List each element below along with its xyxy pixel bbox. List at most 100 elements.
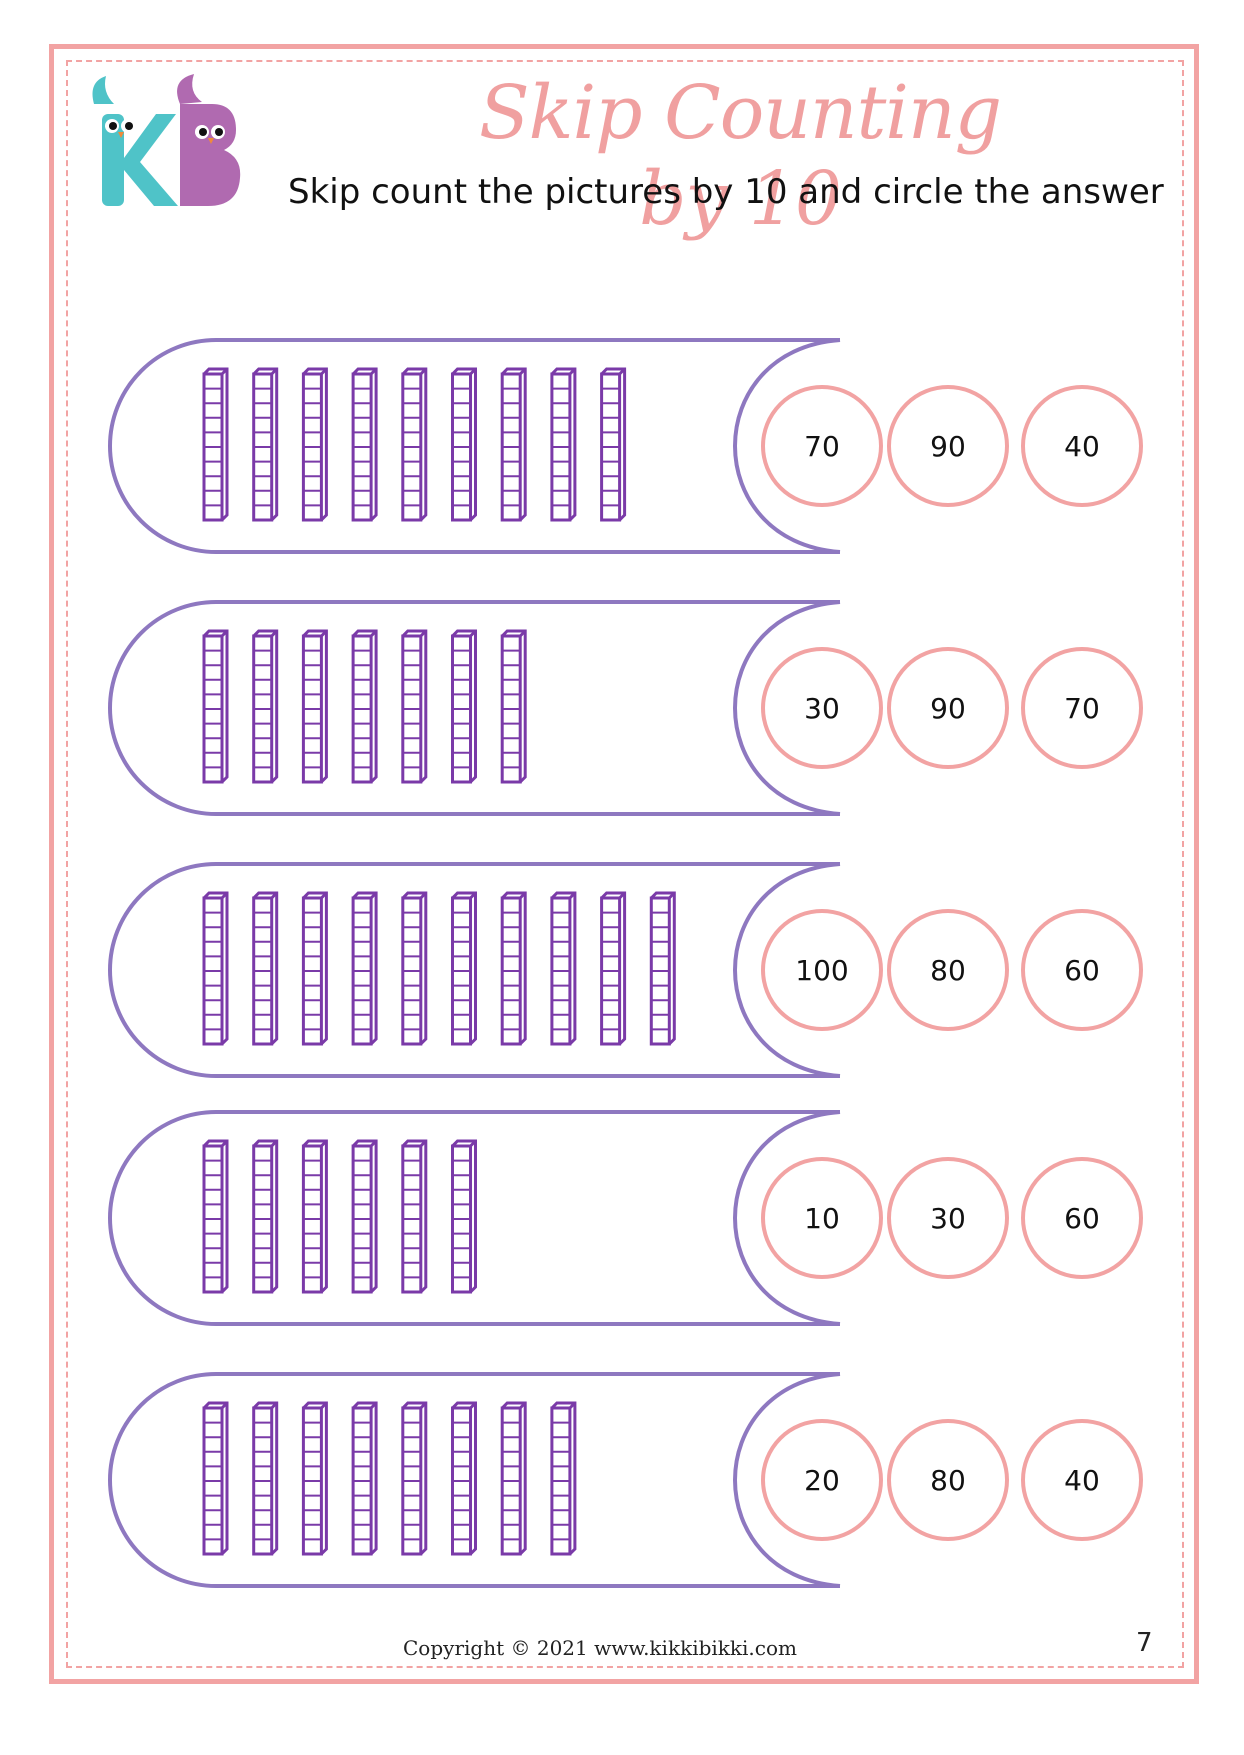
answer-circle[interactable] [1021, 647, 1143, 769]
answer-value[interactable]: 30 [804, 692, 840, 725]
answer-circle[interactable] [887, 909, 1009, 1031]
page-title: Skip Counting by 10 [478, 70, 1002, 242]
answer-value[interactable]: 70 [804, 430, 840, 463]
row-outline [108, 600, 841, 816]
tens-rod [550, 1401, 577, 1556]
answer-value[interactable]: 80 [930, 954, 966, 987]
tens-rod-edge [370, 891, 378, 900]
tens-rod-edge [270, 891, 278, 900]
page-number: 7 [1136, 1628, 1153, 1658]
tens-rod-edge [419, 891, 427, 900]
row-outline [108, 862, 841, 1078]
answer-circle[interactable] [761, 909, 883, 1031]
answer-value[interactable]: 90 [930, 692, 966, 725]
answer-option[interactable]: 90 [887, 385, 1009, 507]
tens-rod [500, 367, 527, 522]
answer-circle[interactable] [887, 385, 1009, 507]
answer-option[interactable]: 90 [887, 647, 1009, 769]
answer-circle[interactable] [761, 1419, 883, 1541]
exercise-row: 30 90 70 [108, 600, 1143, 816]
tens-rod [600, 367, 627, 522]
tens-rod-edge [270, 1401, 278, 1410]
tens-rod-edge [320, 629, 328, 638]
answer-value[interactable]: 100 [795, 954, 848, 987]
tens-rod-edge [220, 367, 229, 376]
answer-value[interactable]: 60 [1064, 954, 1100, 987]
tens-rod [252, 367, 279, 522]
answer-option[interactable]: 40 [1021, 1419, 1143, 1541]
answer-option[interactable]: 70 [1021, 647, 1143, 769]
tens-rod-edge [568, 891, 576, 900]
answer-option[interactable]: 60 [1021, 1157, 1143, 1279]
logo-letter-b [177, 74, 241, 206]
tens-rod [451, 891, 477, 1046]
answer-circle[interactable] [887, 1419, 1009, 1541]
answer-circle[interactable] [761, 1157, 883, 1279]
answer-option[interactable]: 80 [887, 909, 1009, 1031]
tens-rod-edge [469, 629, 477, 638]
answer-circle[interactable] [1021, 385, 1143, 507]
tens-rod [301, 367, 328, 522]
answer-option[interactable]: 30 [887, 1157, 1009, 1279]
answer-value[interactable]: 20 [804, 1464, 840, 1497]
page-border [49, 44, 1199, 1684]
answer-value[interactable]: 90 [930, 430, 966, 463]
tens-rod [451, 1401, 477, 1556]
answer-value[interactable]: 80 [930, 1464, 966, 1497]
tens-rod-edge [469, 891, 477, 900]
tens-rod [202, 1139, 229, 1294]
tens-rod [202, 367, 229, 522]
tens-rod-edge [220, 1401, 229, 1410]
page-inner-dashed-border [66, 60, 1184, 1668]
answer-circle[interactable] [761, 647, 883, 769]
answer-value[interactable]: 70 [1064, 692, 1100, 725]
tens-rod [252, 1401, 279, 1556]
answer-value[interactable]: 60 [1064, 1202, 1100, 1235]
answer-circle[interactable] [887, 1157, 1009, 1279]
answer-option[interactable]: 20 [761, 1419, 883, 1541]
tens-rod-edge [320, 1139, 328, 1148]
tens-rod [351, 629, 378, 784]
kb-logo [92, 74, 241, 206]
row-outline [108, 1372, 841, 1588]
copyright-text: Copyright © 2021 www.kikkibikki.com [403, 1636, 797, 1660]
answer-value[interactable]: 10 [804, 1202, 840, 1235]
tens-rod [401, 629, 428, 784]
tens-rod-edge [220, 1139, 229, 1148]
tens-rod [451, 629, 477, 784]
tens-rod-edge [519, 367, 527, 376]
answer-option[interactable]: 30 [761, 647, 883, 769]
answer-value[interactable]: 40 [1064, 430, 1100, 463]
answer-option[interactable]: 100 [761, 909, 883, 1031]
tens-rod-edge [320, 1401, 328, 1410]
answer-option[interactable]: 40 [1021, 385, 1143, 507]
tens-rod-edge [370, 1139, 378, 1148]
tens-rod-edge [320, 891, 328, 900]
answer-option[interactable]: 80 [887, 1419, 1009, 1541]
exercise-row: 10 30 60 [108, 1110, 1143, 1326]
answer-circle[interactable] [1021, 1419, 1143, 1541]
answer-value[interactable]: 30 [930, 1202, 966, 1235]
tens-rod-edge [568, 367, 576, 376]
answer-circle[interactable] [1021, 909, 1143, 1031]
logo-letter-k [92, 76, 178, 206]
answer-option[interactable]: 60 [1021, 909, 1143, 1031]
tens-rod [252, 629, 279, 784]
answer-option[interactable]: 10 [761, 1157, 883, 1279]
tens-rod-edge [270, 629, 278, 638]
answer-value[interactable]: 40 [1064, 1464, 1100, 1497]
row-outline [108, 338, 841, 554]
answer-circle[interactable] [1021, 1157, 1143, 1279]
instruction-text: Skip count the pictures by 10 and circle… [288, 172, 1164, 212]
tens-rod [401, 891, 428, 1046]
tens-rod-edge [469, 1139, 477, 1148]
answer-circle[interactable] [761, 385, 883, 507]
answer-option[interactable]: 70 [761, 385, 883, 507]
tens-rod-edge [618, 367, 626, 376]
tens-rod-edge [320, 367, 328, 376]
tens-rod-edge [419, 1139, 427, 1148]
answer-circle[interactable] [887, 647, 1009, 769]
tens-rod [351, 1139, 378, 1294]
row-outline [108, 1110, 841, 1326]
